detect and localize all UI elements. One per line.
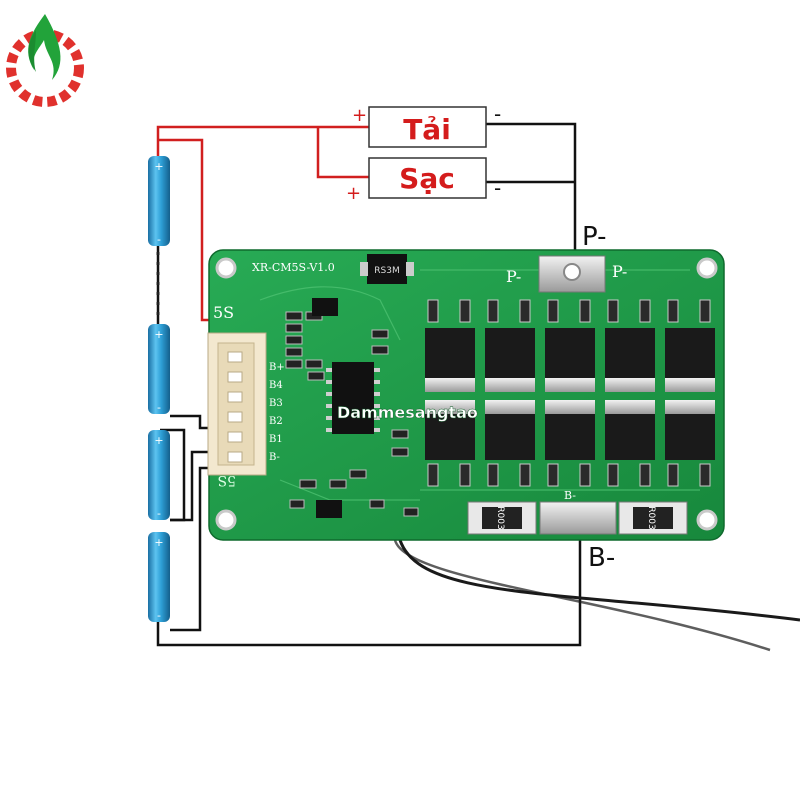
pin-label: B1 [269,434,283,445]
svg-text:+: + [154,160,163,173]
pin-label: B2 [269,416,283,427]
charge-plus-label: + [346,183,361,204]
battery-cells: + - + - + - + - [148,156,170,622]
charge-box: Sạc + - [346,157,501,204]
svg-text:+: + [154,328,163,341]
pin-label: B4 [269,380,283,391]
connector-pin-labels: B+ B4 B3 B2 B1 B- [269,362,285,463]
balance-connector [207,332,267,476]
pin-label: B3 [269,398,283,409]
pin-label: B- [269,452,280,463]
resistor-right-label: R003 [646,506,656,529]
pin-label: B+ [269,362,285,373]
battery-cell-icon: + - [148,430,170,520]
brand-logo-icon [6,14,84,107]
pad-b-label: B- [564,489,576,502]
pad-p-right-label: P- [612,262,627,281]
black-wires [156,122,800,652]
load-label: Tải [403,113,451,146]
charge-label: Sạc [399,162,455,195]
svg-text:-: - [157,507,161,520]
shunt-resistor-left: R003 [467,501,537,535]
b-minus-terminal-label: B- [588,543,615,573]
svg-text:+: + [154,536,163,549]
load-minus-label: - [494,102,501,126]
resistor-left-label: R003 [495,506,505,529]
bms-pcb: XR-CM5S-V1.0 5S 5S P- P- B- R003 R003 RS… [207,249,725,541]
battery-cell-icon: + - [148,156,170,246]
board-series-bottom-label: 5S [218,472,237,488]
watermark-label: Dammesangtao [337,403,478,422]
load-plus-label: + [352,105,367,126]
shunt-resistor-right: R003 [618,501,688,535]
pad-p-left-label: P- [506,267,521,286]
svg-text:-: - [157,401,161,414]
svg-text:-: - [157,609,161,622]
diode-chip: RS3M [360,254,414,284]
board-series-label: 5S [213,303,234,322]
battery-cell-icon: + - [148,532,170,622]
load-box: Tải + - [352,102,501,148]
charge-minus-label: - [494,176,501,200]
p-minus-terminal-label: P- [582,222,607,252]
svg-text:+: + [154,434,163,447]
smd-components [285,298,419,518]
battery-cell-icon: + - [148,324,170,414]
svg-text:-: - [157,233,161,246]
board-model-label: XR-CM5S-V1.0 [252,261,335,274]
power-mosfets [425,299,715,487]
diode-chip-label: RS3M [374,266,399,276]
